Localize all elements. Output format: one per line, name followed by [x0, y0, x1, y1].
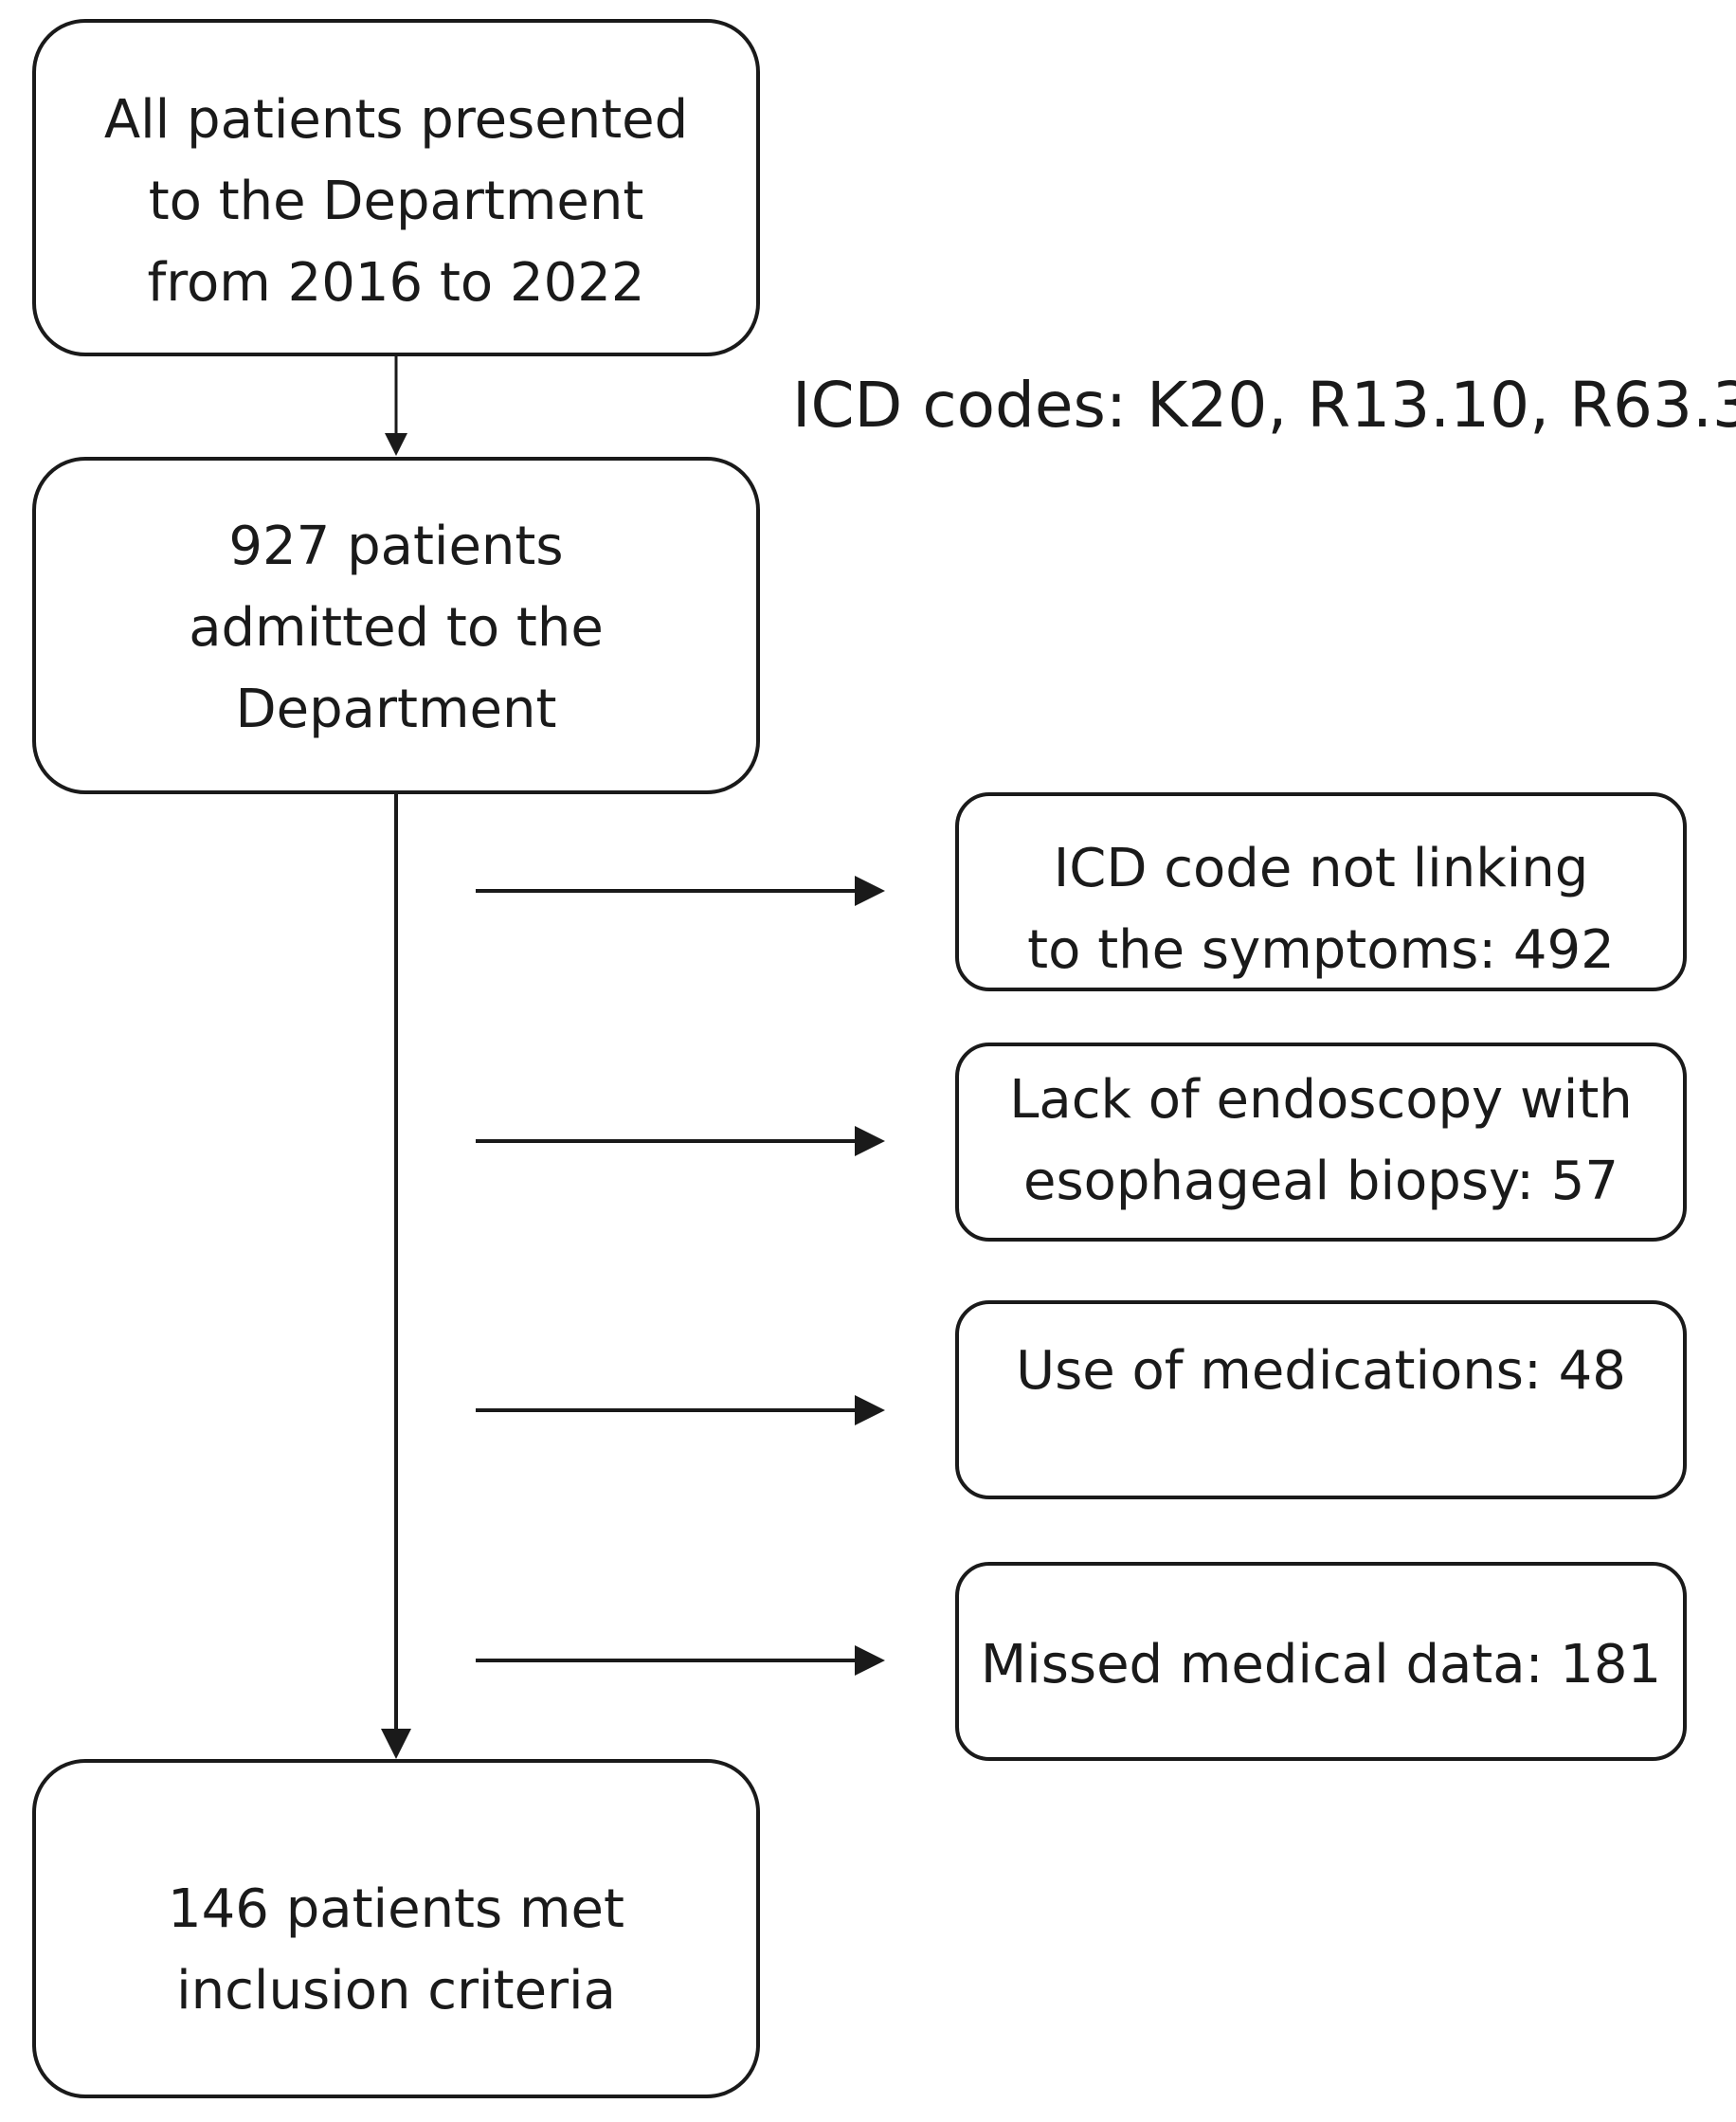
- admitted-patients-text: 927 patients admitted to the Department: [189, 516, 604, 740]
- admitted-patients-box: 927 patients admitted to the Department: [32, 457, 760, 794]
- exclusion-box-no-endoscopy: Lack of endoscopy with esophageal biopsy…: [955, 1043, 1687, 1242]
- included-patients-box: 146 patients met inclusion criteria: [32, 1759, 760, 2098]
- exclusion-text-missed-data: Missed medical data: 181: [980, 1634, 1662, 1696]
- included-patients-text: 146 patients met inclusion criteria: [168, 1878, 624, 2022]
- exclusion-box-icd-mismatch: ICD code not linking to the symptoms: 49…: [955, 792, 1687, 991]
- exclusion-text-no-endoscopy: Lack of endoscopy with esophageal biopsy…: [1009, 1069, 1633, 1212]
- all-patients-box: All patients presented to the Department…: [32, 19, 760, 356]
- exclusion-text-medications: Use of medications: 48: [1016, 1340, 1626, 1402]
- icd-codes-label: ICD codes: K20, R13.10, R63.3: [792, 369, 1736, 442]
- exclusion-box-medications: Use of medications: 48: [955, 1300, 1687, 1499]
- exclusion-box-missed-data: Missed medical data: 181: [955, 1562, 1687, 1761]
- exclusion-text-icd-mismatch: ICD code not linking to the symptoms: 49…: [1027, 838, 1615, 981]
- all-patients-text: All patients presented to the Department…: [103, 89, 689, 314]
